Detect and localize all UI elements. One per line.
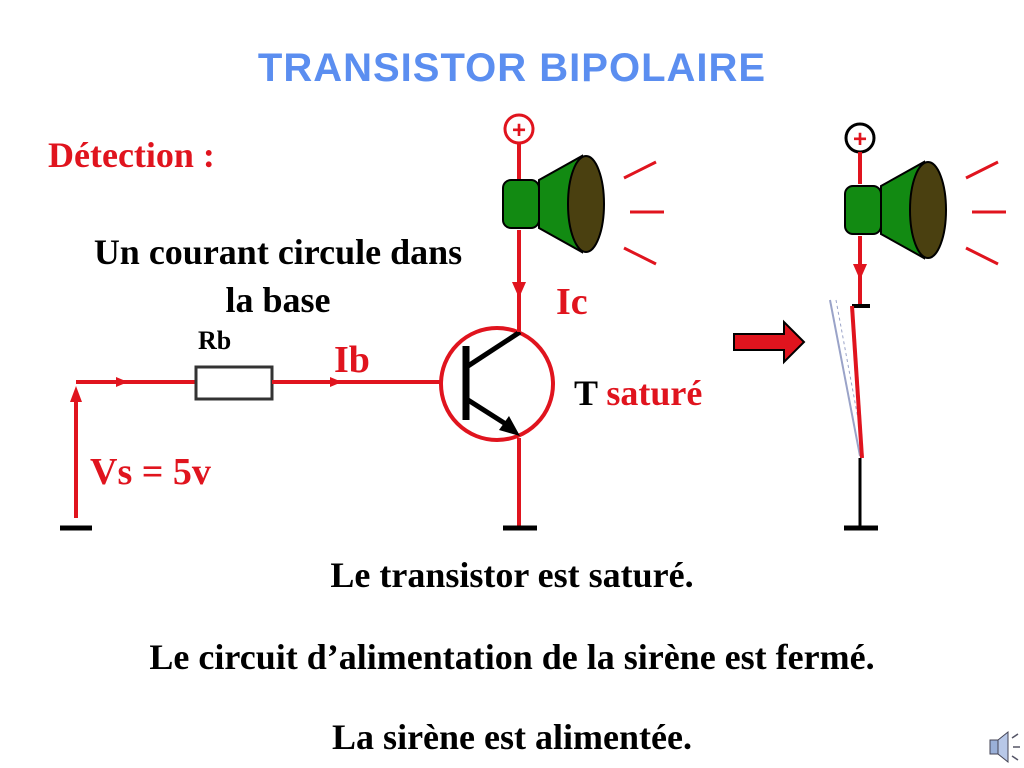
transistor-collector bbox=[466, 329, 522, 369]
resistor-label: Rb bbox=[198, 326, 232, 355]
section-label: Détection : bbox=[48, 135, 215, 175]
input-voltage-label: Vs = 5v bbox=[90, 451, 211, 493]
base-arrow-2 bbox=[330, 377, 342, 387]
emitter-arrow bbox=[499, 416, 520, 436]
sound-icon[interactable] bbox=[989, 730, 1020, 764]
speaker-icon bbox=[844, 160, 1006, 266]
explanation-text: Un courant circule dans la base bbox=[93, 232, 463, 320]
speaker-icon bbox=[502, 154, 664, 266]
ic-arrow bbox=[512, 282, 526, 298]
conclusion-1: Le transistor est saturé. bbox=[330, 555, 694, 595]
transistor-state-value: saturé bbox=[606, 373, 703, 413]
slide-title: TRANSISTOR BIPOLAIRE bbox=[257, 46, 767, 90]
base-arrow-1 bbox=[116, 377, 128, 387]
input-voltage-arrow bbox=[70, 386, 82, 402]
resistor-rb bbox=[194, 365, 274, 401]
plus-sign-right: + bbox=[853, 126, 867, 153]
current-arrow-right bbox=[853, 264, 867, 280]
transistor-state: T saturé bbox=[574, 372, 702, 414]
transistor-state-prefix: T bbox=[574, 373, 598, 413]
base-current-label: Ib bbox=[334, 339, 370, 381]
arrow-right-icon bbox=[733, 319, 806, 365]
plus-terminal-left bbox=[503, 113, 535, 145]
conclusion-2: Le circuit d’alimentation de la sirène e… bbox=[149, 637, 875, 677]
collector-current-label: Ic bbox=[556, 281, 588, 323]
plus-sign-left: + bbox=[512, 117, 526, 144]
switch-closed bbox=[850, 305, 864, 459]
switch-open-ghost bbox=[829, 299, 861, 457]
conclusion-3: La sirène est alimentée. bbox=[332, 717, 692, 757]
